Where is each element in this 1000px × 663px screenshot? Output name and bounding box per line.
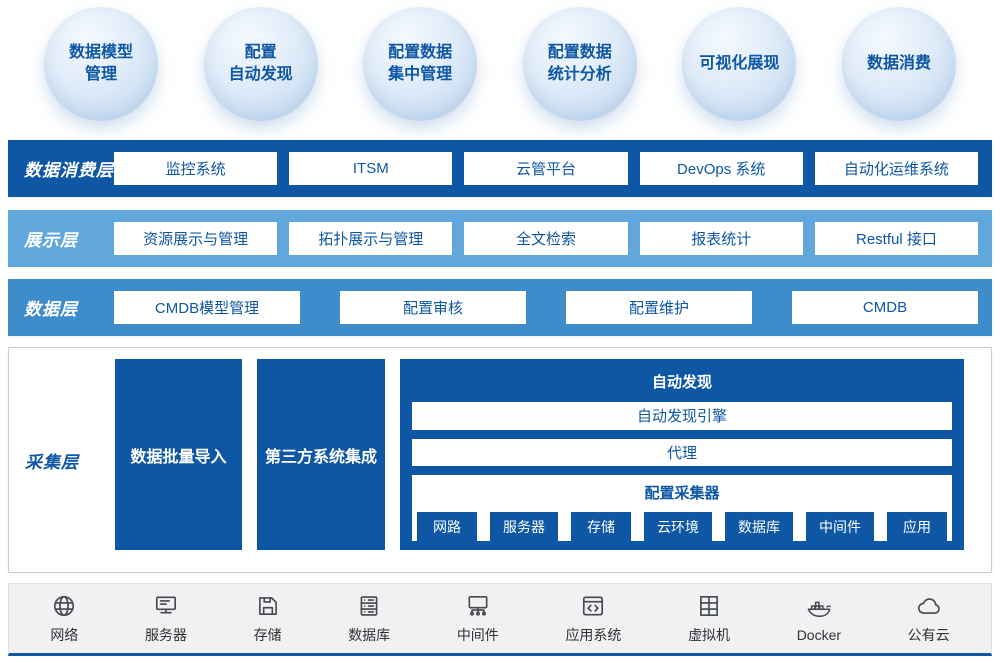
bubble-data-consumption: 数据消费 [841, 7, 956, 121]
infra-storage: 存储 [254, 593, 282, 645]
collector-item-cloud-env: 云环境 [644, 512, 712, 541]
infra-label: 服务器 [144, 626, 187, 643]
storage-disk-icon [255, 593, 281, 620]
item-resource-display: 资源展示与管理 [114, 222, 278, 255]
item-config-audit: 配置审核 [340, 291, 526, 324]
infra-label: 虚拟机 [688, 626, 731, 643]
collector-item-middleware: 中间件 [806, 512, 874, 541]
item-third-party-integration: 第三方系统集成 [257, 359, 385, 550]
docker-whale-icon [805, 595, 833, 622]
layer-items: CMDB模型管理 配置审核 配置维护 CMDB [114, 291, 992, 324]
bubble-data-model-management: 数据模型 管理 [44, 7, 158, 121]
infra-server: 服务器 [145, 593, 187, 645]
collector-item-storage: 存储 [571, 512, 631, 541]
config-collector-panel: 配置采集器 网路 服务器 存储 云环境 数据库 中间件 应用 [412, 475, 952, 541]
layer-display: 展示层 资源展示与管理 拓扑展示与管理 全文检索 报表统计 Restful 接口 [8, 210, 992, 267]
infra-public-cloud: 公有云 [908, 593, 950, 645]
item-cmdb-model-management: CMDB模型管理 [114, 291, 300, 324]
config-collector-title: 配置采集器 [644, 485, 720, 502]
cloud-icon [915, 593, 943, 620]
application-icon [580, 593, 606, 620]
config-collector-items: 网路 服务器 存储 云环境 数据库 中间件 应用 [412, 512, 952, 541]
item-devops: DevOps 系统 [639, 152, 803, 185]
feature-bubbles: 数据模型 管理 配置 自动发现 配置数据 集中管理 配置数据 统计分析 可视化展… [0, 7, 1000, 121]
infra-label: 网络 [50, 626, 79, 643]
item-batch-import: 数据批量导入 [115, 359, 242, 550]
layer-items: 资源展示与管理 拓扑展示与管理 全文检索 报表统计 Restful 接口 [114, 222, 992, 255]
item-config-maintenance: 配置维护 [566, 291, 752, 324]
item-monitoring-system: 监控系统 [114, 152, 278, 185]
item-auto-discovery-engine: 自动发现引擎 [412, 402, 952, 430]
layer-items: 监控系统 ITSM 云管平台 DevOps 系统 自动化运维系统 [114, 152, 992, 185]
item-auto-ops: 自动化运维系统 [814, 152, 979, 185]
infra-middleware: 中间件 [457, 593, 499, 645]
collector-item-application: 应用 [887, 512, 947, 541]
layer-label: 数据层 [24, 300, 78, 319]
collector-item-server: 服务器 [490, 512, 558, 541]
layer-data: 数据层 CMDB模型管理 配置审核 配置维护 CMDB [8, 279, 992, 336]
globe-icon [51, 593, 77, 620]
item-cloud-management: 云管平台 [464, 152, 628, 185]
layer-data-consumption: 数据消费层 监控系统 ITSM 云管平台 DevOps 系统 自动化运维系统 [8, 140, 992, 197]
layer-label: 数据消费层 [24, 161, 114, 180]
collection-content: 数据批量导入 第三方系统集成 自动发现 自动发现引擎 代理 配置采集器 网路 服… [115, 348, 991, 572]
bubble-config-statistics: 配置数据 统计分析 [522, 7, 637, 121]
item-topology-display: 拓扑展示与管理 [289, 222, 453, 255]
infrastructure-bar: 网络 服务器 存储 [8, 583, 992, 656]
item-report-statistics: 报表统计 [639, 222, 803, 255]
database-icon [356, 593, 382, 620]
infra-label: 中间件 [456, 626, 499, 643]
auto-discovery-title: 自动发现 [651, 374, 712, 391]
item-fulltext-search: 全文检索 [464, 222, 628, 255]
virtual-machine-icon [696, 593, 722, 620]
infra-label: 应用系统 [565, 626, 622, 643]
layer-label: 展示层 [24, 231, 78, 250]
infra-virtual-machine: 虚拟机 [688, 593, 730, 645]
item-restful-api: Restful 接口 [814, 222, 979, 255]
infra-label: 存储 [253, 626, 282, 643]
infra-label: Docker [796, 626, 842, 643]
middleware-icon [465, 593, 491, 620]
infra-application: 应用系统 [565, 593, 621, 645]
layer-label: 采集层 [25, 452, 79, 472]
infra-database: 数据库 [348, 593, 390, 645]
infra-label: 数据库 [348, 626, 391, 643]
auto-discovery-panel: 自动发现 自动发现引擎 代理 配置采集器 网路 服务器 存储 云环境 数据库 中… [400, 359, 964, 550]
layer-collection: 采集层 数据批量导入 第三方系统集成 自动发现 自动发现引擎 代理 配置采集器 … [8, 347, 992, 573]
infra-docker: Docker [797, 595, 841, 643]
collector-item-database: 数据库 [725, 512, 793, 541]
infra-label: 公有云 [907, 626, 950, 643]
item-itsm: ITSM [289, 152, 453, 185]
infra-network: 网络 [50, 593, 78, 645]
collector-item-network: 网路 [417, 512, 477, 541]
item-cmdb: CMDB [792, 291, 978, 324]
bubble-visualization: 可视化展现 [682, 7, 797, 121]
server-icon [153, 593, 179, 620]
bubble-config-central-management: 配置数据 集中管理 [363, 7, 478, 121]
item-agent: 代理 [412, 438, 952, 466]
bubble-auto-discovery: 配置 自动发现 [203, 7, 318, 121]
